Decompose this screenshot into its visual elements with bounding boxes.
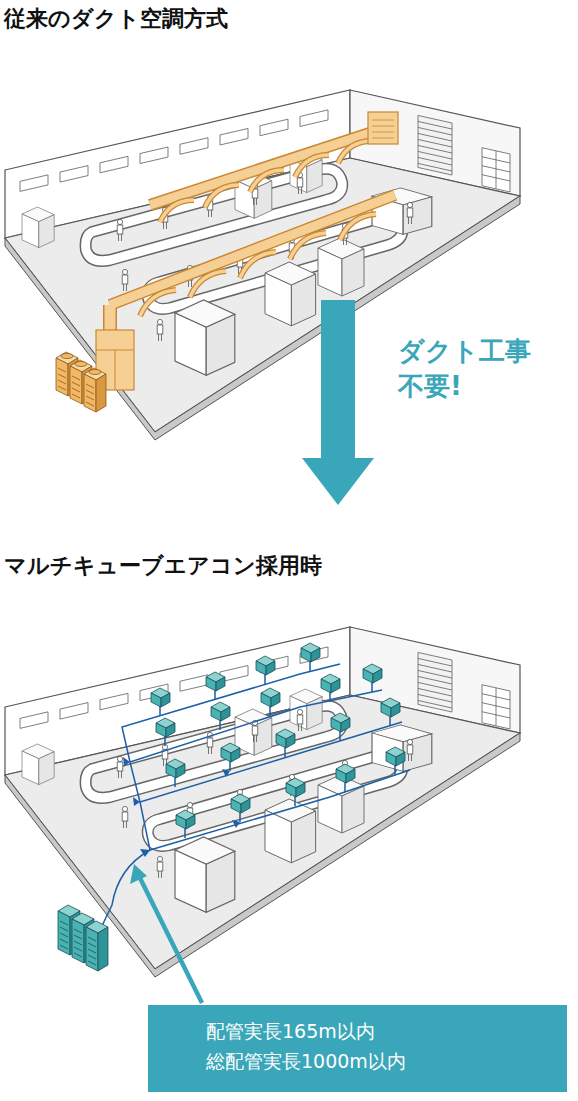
indoor-units-part	[156, 718, 175, 737]
indoor-units-part	[386, 747, 405, 766]
duct-factory-part-part-part	[190, 271, 226, 297]
indoor-units-part	[321, 674, 340, 693]
duct-factory-part-part-part	[338, 141, 372, 163]
refrigerant-piping-part	[185, 763, 395, 838]
indoor-units-part	[221, 743, 240, 762]
note-box: 配管実長165m以内総配管実長1000m以内	[148, 1005, 567, 1092]
indoor-units-part	[176, 810, 195, 829]
duct-factory-part-part-part	[160, 200, 194, 222]
refrigerant-piping-part	[140, 722, 402, 850]
callout-text: ダクト工事 不要!	[398, 334, 548, 404]
pipe-arrowheads-part	[140, 849, 150, 857]
outdoor-units	[58, 905, 108, 971]
refrigerant-piping-part	[100, 850, 150, 930]
duct-factory-part-part-part	[340, 214, 376, 240]
indoor-units-part	[231, 794, 250, 813]
refrigerant-piping-part	[165, 680, 372, 746]
duct-factory-part-part-part	[250, 170, 284, 192]
indoor-units-part	[336, 764, 355, 783]
indoor-units-part	[363, 664, 382, 683]
indoor-units-part	[206, 672, 225, 691]
duct-factory-part-part-part	[240, 252, 276, 278]
duct-factory-part-part-part	[250, 170, 284, 192]
pipe-arrowheads	[123, 757, 240, 857]
down-arrow-part	[302, 458, 374, 505]
pipe-arrowheads-part	[133, 797, 140, 806]
down-arrow-part	[321, 300, 355, 460]
indoor-units-part	[261, 688, 280, 707]
duct-factory-part-part-part	[290, 233, 326, 259]
duct-factory-part-part-part	[290, 233, 326, 259]
duct-factory-part-part-part	[205, 185, 239, 207]
refrigerant-piping-part	[160, 659, 310, 716]
section-heading: マルチキューブエアコン採用時	[4, 551, 322, 581]
duct-factory-part-part	[110, 195, 395, 305]
refrigerant-piping-part	[175, 714, 390, 787]
duct-factory-part-part-part	[190, 271, 226, 297]
duct-factory-part-part-part	[160, 200, 194, 222]
duct-factory-part	[372, 120, 394, 138]
indoor-units	[151, 643, 405, 829]
leader-arrow-part	[140, 878, 202, 1003]
duct-factory-part-part	[140, 141, 376, 316]
section-heading: 従来のダクト空調方式	[4, 4, 228, 34]
pipe-arrowheads-part	[222, 769, 230, 777]
indoor-units-part	[331, 713, 350, 732]
refrigerant-piping-part	[122, 664, 340, 762]
duct-factory-part-part-part	[295, 155, 329, 177]
note-text: 配管実長165m以内	[206, 1016, 509, 1046]
indoor-units-part	[286, 778, 305, 797]
duct-factory-part-part-part	[240, 252, 276, 278]
pipe-arrowheads-part	[123, 757, 130, 766]
refrigerant-piping-part	[150, 770, 410, 850]
multicube-factory-part	[5, 627, 520, 977]
duct-factory-part-part-part	[140, 290, 176, 316]
indoor-units-part	[301, 643, 320, 662]
refrigerant-piping-part	[130, 690, 382, 802]
duct-factory-part-part	[150, 128, 385, 205]
indoor-units-part	[276, 729, 295, 748]
down-arrow	[302, 300, 374, 505]
indoor-units-part	[151, 688, 170, 707]
pipe-arrowheads-part	[232, 820, 240, 828]
duct-factory-part-part	[150, 128, 385, 205]
duct-factory-part-part-part	[205, 185, 239, 207]
outdoor-units-part	[86, 921, 108, 971]
indoor-units-part	[381, 698, 400, 717]
leader-arrow	[130, 864, 202, 1003]
indoor-units-part	[211, 702, 230, 721]
duct-factory-part-part-part	[295, 155, 329, 177]
duct-factory-part	[368, 112, 398, 144]
duct-factory-part	[84, 368, 106, 412]
duct-factory-part-part-part	[140, 290, 176, 316]
duct-factory-part-part-part	[340, 214, 376, 240]
duct-factory-part-part	[140, 141, 376, 316]
note-text: 総配管実長1000m以内	[206, 1046, 509, 1076]
duct-factory-part-part-part	[338, 141, 372, 163]
indoor-units-part	[166, 759, 185, 778]
leader-arrow-part	[130, 864, 147, 884]
indoor-units-part	[256, 656, 275, 675]
duct-factory-part-part	[110, 195, 395, 305]
multicube-factory	[5, 627, 520, 977]
